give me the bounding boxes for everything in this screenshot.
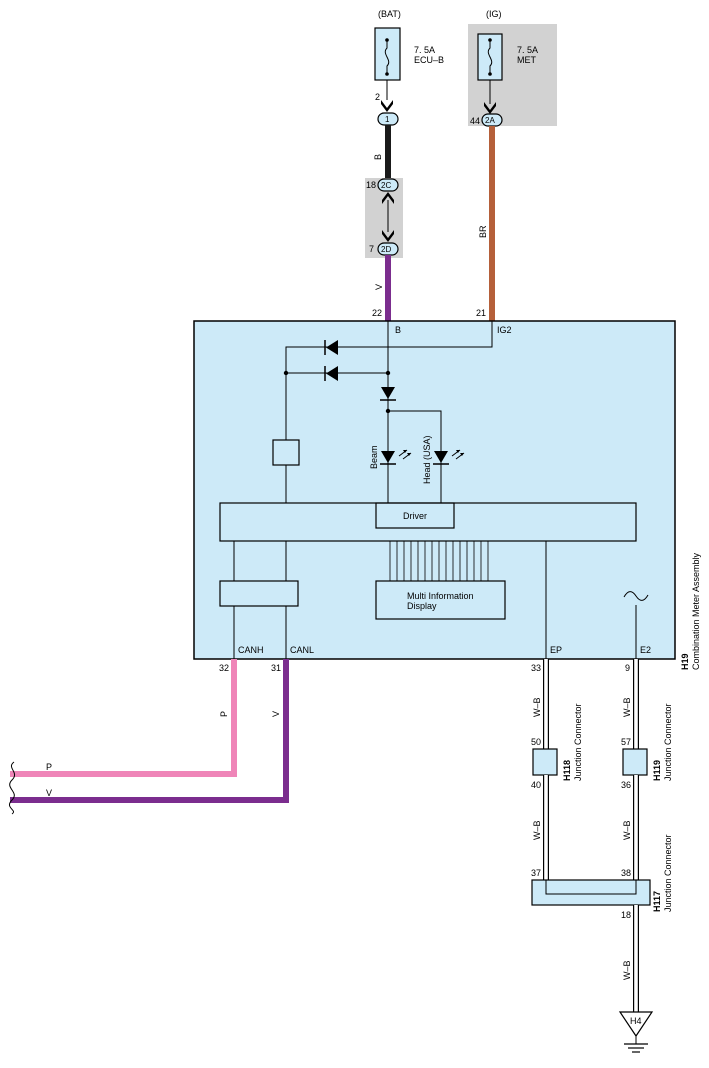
led-head-ray-arrows: [456, 450, 464, 456]
meter-terminal-canl: CANL: [290, 645, 314, 655]
wire-p-vert-label: P: [219, 711, 229, 717]
h118-box: [532, 748, 558, 776]
bat-fuse-name: ECU–B: [414, 55, 444, 65]
wire-p-horiz-label: P: [46, 762, 52, 772]
head-led-branch: [388, 410, 442, 503]
bat-fuse-rating: 7. 5A: [414, 45, 435, 55]
meter-id: H19: [680, 653, 690, 670]
meter-terminal-canh: CANH: [238, 645, 264, 655]
conn-2c: [377, 178, 399, 192]
junction-dot-b: [385, 370, 391, 376]
wire-break-icon: [8, 761, 16, 815]
mid-label-line2: Display: [407, 601, 437, 611]
led-beam-label: Beam: [369, 445, 379, 469]
bat-fuse-pin: 2: [375, 92, 380, 102]
diode-3-icon: [381, 387, 395, 399]
wire-wb-e2-lower-label: W–B: [622, 820, 632, 840]
wire-br-label: BR: [478, 225, 488, 238]
wire-wb-ground-label: W–B: [622, 960, 632, 980]
ig-fuse-rating: 7. 5A: [517, 45, 538, 55]
wire-wb-ep-upper-label: W–B: [532, 697, 542, 717]
tilde-icon: [623, 591, 649, 601]
meter-pin-canl: 31: [271, 663, 281, 673]
bat-fuse-dot-top: [385, 38, 389, 42]
conn-2a-label: 2A: [485, 116, 495, 125]
mid-label-line1: Multi Information: [407, 591, 474, 601]
h119-id: H119: [652, 760, 662, 781]
h118-pin-bottom: 40: [531, 780, 541, 790]
multi-info-display-box: [375, 580, 506, 620]
ground-label: H4: [630, 1016, 642, 1026]
wire-p: [10, 659, 237, 777]
ig-source-label: (IG): [486, 9, 502, 19]
meter-pin-e2: 9: [625, 663, 630, 673]
conn-2d-arrow-icon: [382, 230, 394, 242]
h118-name: Junction Connector: [573, 703, 583, 781]
conn-2c-label: 2C: [381, 181, 391, 190]
led-head-icon: [434, 451, 448, 463]
conn-2d-label: 2D: [381, 245, 391, 254]
meter-terminal-b: B: [395, 325, 401, 335]
h117-pin-bottom: 18: [621, 910, 631, 920]
ground-triangle-icon: [618, 1011, 654, 1038]
ig-fuse-dot-top: [488, 38, 492, 42]
led-beam-ray-arrows: [403, 450, 411, 456]
wire-wb-ep-lower-label: W–B: [532, 820, 542, 840]
h117-id: H117: [652, 891, 662, 912]
h119-box: [622, 748, 648, 776]
junction-dot-left: [283, 370, 289, 376]
bat-source-label: (BAT): [378, 9, 401, 19]
wire-b-label: B: [373, 154, 383, 160]
h118-pin-top: 50: [531, 737, 541, 747]
driver-label: Driver: [403, 511, 427, 521]
led-beam-icon: [381, 451, 395, 463]
wire-v-top-label: V: [374, 284, 384, 290]
h119-name: Junction Connector: [663, 703, 673, 781]
ig-fuse-dot-bottom: [488, 72, 492, 76]
conn-2d-pin: 7: [369, 244, 374, 254]
bat-arrow-icon: [381, 100, 393, 112]
ig-fuse-pin: 44: [470, 116, 480, 126]
wire-wb-e2-upper-label: W–B: [622, 697, 632, 717]
ig-arrow-icon: [484, 102, 496, 114]
display-bus-lines: [389, 541, 489, 581]
h118-id: H118: [562, 760, 572, 781]
led-head-label: Head (USA): [422, 435, 432, 484]
bat-fuse-icon: [384, 40, 390, 74]
diode-2-icon: [326, 366, 338, 381]
h117-internal-link: [545, 880, 637, 895]
h117-name: Junction Connector: [663, 834, 673, 912]
h117-pin-right: 38: [621, 868, 631, 878]
wire-v-horiz-label: V: [46, 788, 52, 798]
h117-box: [531, 879, 651, 906]
bat-fuse-dot-bottom: [385, 72, 389, 76]
meter-terminal-ep: EP: [550, 645, 562, 655]
meter-terminal-ig2: IG2: [497, 325, 512, 335]
meter-name: Combination Meter Assembly: [691, 552, 701, 670]
can-transceiver-box: [219, 580, 299, 607]
h119-pin-top: 57: [621, 737, 631, 747]
meter-pin-canh: 32: [219, 663, 229, 673]
h117-pin-left: 37: [531, 868, 541, 878]
diode-1-icon: [326, 340, 338, 355]
ig2-internal-line: [285, 321, 493, 440]
h119-pin-bottom: 36: [621, 780, 631, 790]
driver-block: [375, 502, 455, 529]
ig-fuse-icon: [487, 40, 493, 74]
conn-2c-arrow-icon: [382, 192, 394, 204]
meter-pin-b: 22: [372, 308, 382, 318]
wire-v-vert-label: V: [271, 711, 281, 717]
meter-pin-ig2: 21: [476, 308, 486, 318]
meter-pin-ep: 33: [531, 663, 541, 673]
meter-terminal-e2: E2: [640, 645, 651, 655]
junction-dot-led: [385, 408, 391, 414]
conn-2c-pin: 18: [366, 180, 376, 190]
wire-v-can: [10, 659, 289, 803]
conn-1-label: 1: [385, 115, 390, 124]
combination-meter-box: [193, 320, 676, 660]
ig-fuse-name: MET: [517, 55, 537, 65]
